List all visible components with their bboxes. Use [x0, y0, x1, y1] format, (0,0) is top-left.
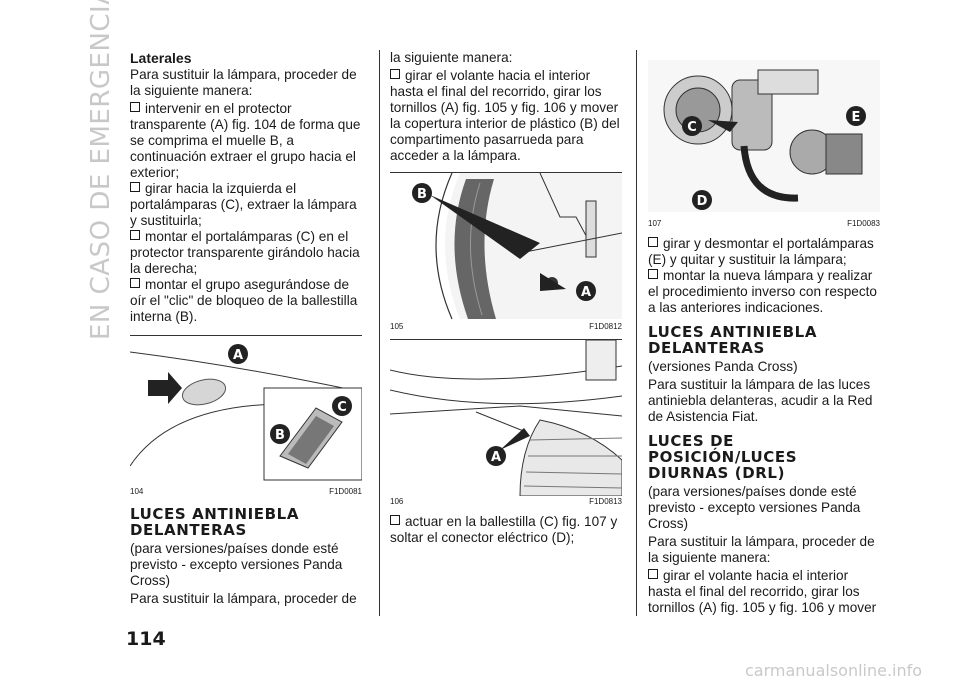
- figure-106: A 106 F1D0813: [390, 339, 622, 508]
- paragraph: Para sustituir la lámpara, proceder de l…: [648, 534, 875, 565]
- list-item: girar hacia la izquierda el portalámpara…: [130, 181, 357, 228]
- wheel-arch-illustration: B A: [412, 173, 622, 320]
- list-item: intervenir en el protector transparente …: [130, 101, 361, 180]
- callout-a: [576, 281, 596, 301]
- list-item: girar el volante hacia el interior hasta…: [648, 568, 877, 615]
- figure-code: F1D0081: [329, 487, 362, 496]
- paragraph: la siguiente manera:: [390, 50, 513, 65]
- checkbox-bullet-icon: [130, 182, 140, 192]
- figure-number: 107: [648, 219, 662, 228]
- callout-c: [682, 116, 702, 136]
- section-title-text: EN CASO DE EMERGENCIA: [86, 0, 116, 340]
- checkbox-bullet-icon: [130, 102, 140, 112]
- callout-b: [270, 424, 290, 444]
- figure-105: B A 105 F1D0812: [390, 172, 622, 333]
- checkbox-bullet-icon: [390, 515, 400, 525]
- checkbox-bullet-icon: [130, 278, 140, 288]
- figure-number: 106: [390, 497, 404, 506]
- callout-c: [332, 396, 352, 416]
- paragraph: (para versiones/países donde esté previs…: [130, 541, 343, 588]
- checkbox-bullet-icon: [648, 237, 658, 247]
- column-3: C D E 107 F1D0083 girar y desmontar el p…: [648, 50, 880, 616]
- callout-a: [228, 344, 248, 364]
- list-item: montar el portalámparas (C) en el protec…: [130, 229, 360, 276]
- side-repeater-illustration: A B C: [130, 344, 362, 481]
- figure-caption: 107 F1D0083: [648, 218, 880, 230]
- callout-b: [412, 183, 432, 203]
- callout-d: [692, 190, 712, 210]
- list-item: actuar en la ballestilla (C) fig. 107 y …: [390, 514, 618, 545]
- section-heading: LUCES ANTINIEBLA DELANTERAS: [648, 323, 818, 357]
- intro-text: Para sustituir la lámpara, proceder de l…: [130, 67, 357, 98]
- svg-text:A: A: [233, 348, 243, 363]
- arrow-icon: [148, 372, 182, 404]
- checkbox-bullet-icon: [648, 569, 658, 579]
- svg-text:A: A: [491, 450, 501, 465]
- figure-104: A B C 104 F1D0081: [130, 335, 362, 498]
- lamp-lens-icon: [181, 378, 227, 406]
- paragraph: Para sustituir la lámpara, proceder de: [130, 591, 357, 606]
- page-number: 114: [126, 628, 166, 650]
- checkbox-bullet-icon: [648, 269, 658, 279]
- checkbox-bullet-icon: [390, 69, 400, 79]
- paragraph: (versiones Panda Cross): [648, 359, 798, 374]
- svg-text:C: C: [687, 120, 697, 135]
- figure-code: F1D0083: [847, 219, 880, 228]
- figure-107: C D E 107 F1D0083: [648, 60, 880, 230]
- figure-caption: 104 F1D0081: [130, 486, 362, 498]
- paragraph: Para sustituir la lámpara de las luces a…: [648, 377, 873, 424]
- watermark-text: carmanualsonline.info: [745, 661, 923, 680]
- svg-text:C: C: [337, 400, 347, 415]
- underbody-illustration: A: [390, 340, 622, 496]
- section-side-title: EN CASO DE EMERGENCIA: [82, 0, 116, 340]
- column-1: Laterales Para sustituir la lámpara, pro…: [130, 50, 362, 609]
- fog-lamp-illustration: C D E: [648, 60, 880, 212]
- column-2: la siguiente manera: girar el volante ha…: [390, 50, 622, 546]
- svg-text:D: D: [697, 194, 708, 209]
- column-divider: [379, 50, 380, 616]
- list-item: montar el grupo asegurándose de oír el "…: [130, 277, 358, 324]
- list-item: girar y desmontar el portalámparas (E) y…: [648, 236, 874, 267]
- figure-code: F1D0813: [589, 497, 622, 506]
- checkbox-bullet-icon: [130, 230, 140, 240]
- svg-text:E: E: [852, 110, 861, 125]
- list-item: girar el volante hacia el interior hasta…: [390, 68, 620, 163]
- svg-text:B: B: [275, 428, 285, 443]
- figure-number: 105: [390, 322, 404, 331]
- callout-a: [486, 446, 506, 466]
- figure-code: F1D0812: [589, 322, 622, 331]
- section-heading: LUCES DE POSICIÓN/LUCES DIURNAS (DRL): [648, 432, 798, 482]
- paragraph: (para versiones/países donde esté previs…: [648, 484, 861, 531]
- svg-text:B: B: [417, 187, 427, 202]
- callout-e: [846, 106, 866, 126]
- svg-text:A: A: [581, 285, 591, 300]
- column-divider: [636, 50, 637, 616]
- figure-caption: 106 F1D0813: [390, 496, 622, 508]
- figure-number: 104: [130, 487, 144, 496]
- subheading: Laterales: [130, 50, 192, 66]
- list-item: montar la nueva lámpara y realizar el pr…: [648, 268, 877, 315]
- section-heading: LUCES ANTINIEBLA DELANTERAS: [130, 505, 300, 539]
- figure-caption: 105 F1D0812: [390, 321, 622, 333]
